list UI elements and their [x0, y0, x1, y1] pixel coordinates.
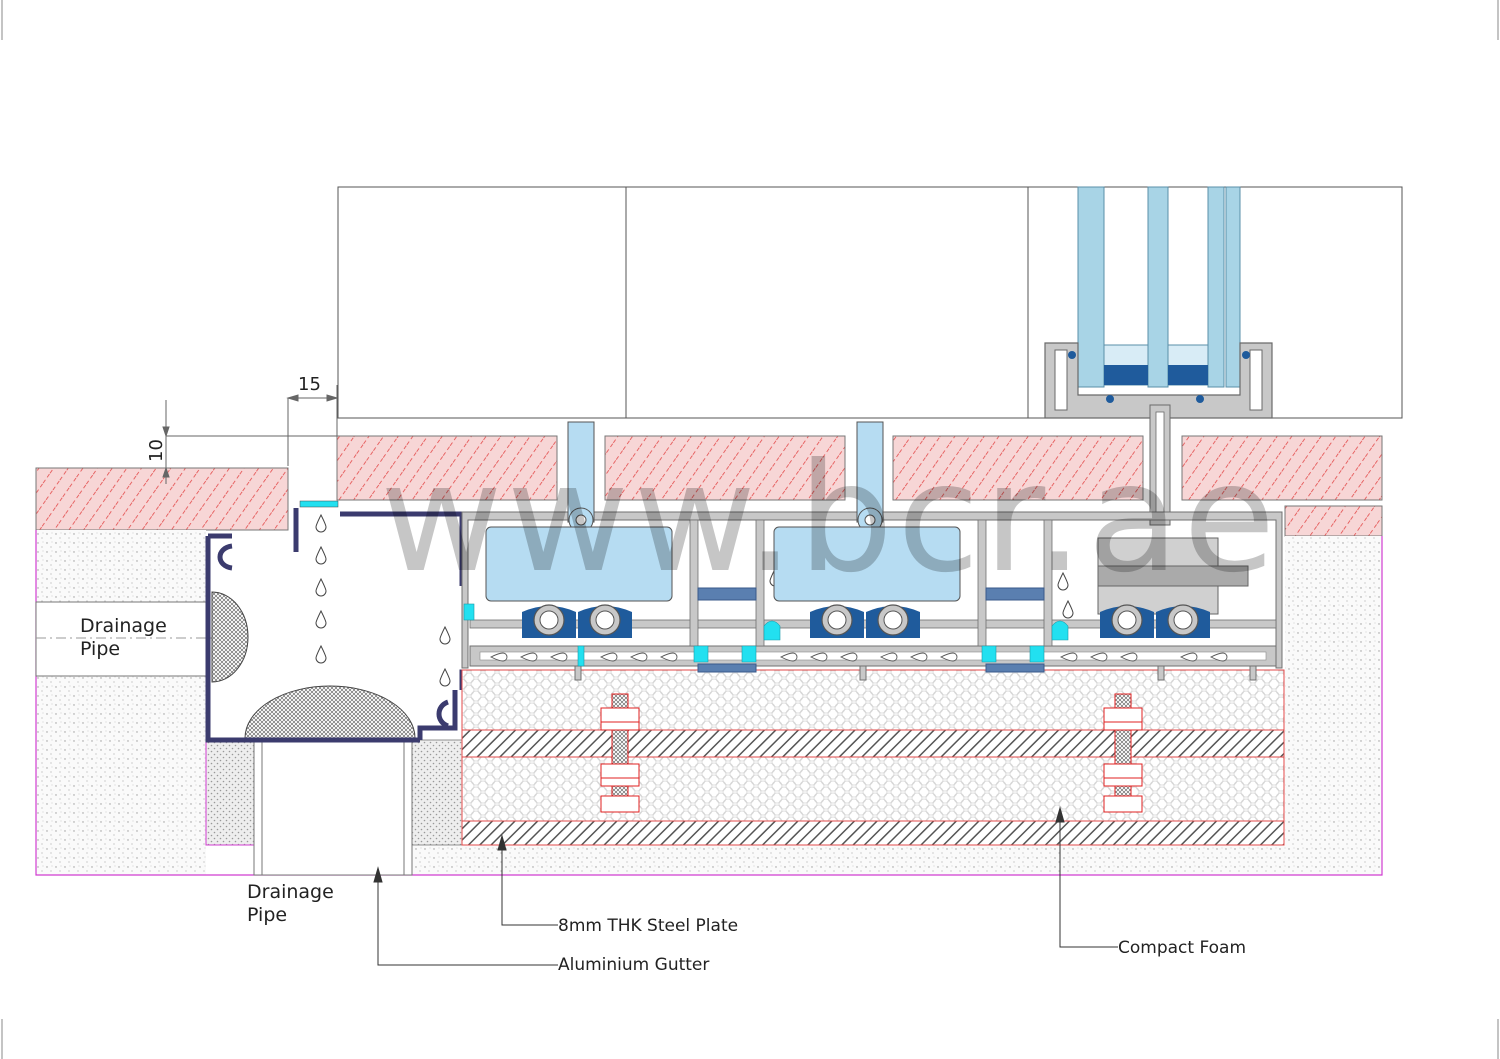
- weather-seals: [463, 603, 1069, 667]
- label-drainage-pipe-side-line1: Drainage: [80, 615, 167, 637]
- dimension-lines: [162, 385, 339, 484]
- label-steel-plate: 8mm THK Steel Plate: [558, 916, 738, 936]
- gutter-seal: [299, 500, 339, 508]
- dimension-vertical: 10: [146, 439, 167, 462]
- label-drainage-pipe-side-line2: Pipe: [80, 638, 120, 660]
- label-aluminium-gutter: Aluminium Gutter: [558, 955, 709, 975]
- sash-frame: [1044, 342, 1273, 526]
- dimension-horizontal: 15: [298, 374, 321, 395]
- watermark: www.bcr.ae: [380, 432, 1279, 606]
- sliding-panel-bottoms: [485, 421, 1249, 615]
- drainage-pipe-side: [35, 591, 250, 683]
- compact-foam: [461, 669, 1285, 822]
- rollers: [522, 604, 1210, 638]
- glass-unit: [1077, 186, 1241, 388]
- steel-plate: [461, 729, 1285, 846]
- drainage-pipe-bottom: [244, 685, 416, 876]
- paving-tiles: [35, 435, 1383, 537]
- concrete-base: [35, 530, 1383, 876]
- label-compact-foam: Compact Foam: [1118, 938, 1246, 958]
- leader-lines: [373, 806, 1118, 966]
- anchor-bolts: [600, 693, 1143, 813]
- label-drainage-pipe-bottom-line1: Drainage: [247, 881, 334, 903]
- label-drainage-pipe-bottom-line2: Pipe: [247, 904, 287, 926]
